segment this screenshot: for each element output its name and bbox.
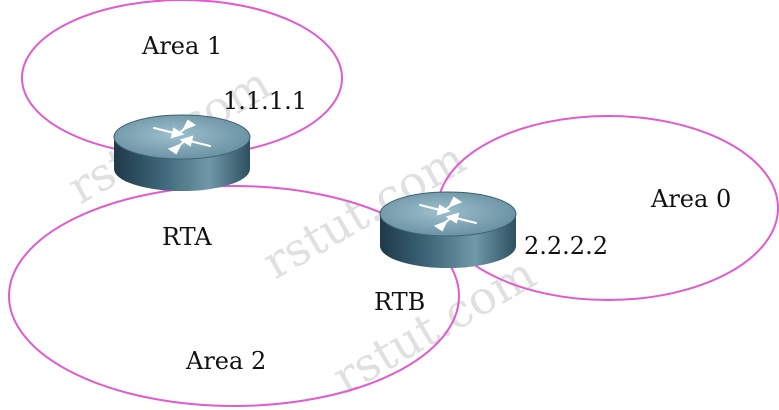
rta-label: RTA (162, 223, 212, 251)
area-2-label: Area 2 (185, 347, 266, 375)
router-rta (113, 114, 251, 192)
area-1-label: Area 1 (141, 32, 222, 60)
router-rtb (379, 191, 517, 269)
router-icon (113, 114, 251, 192)
rta-ip-label: 1.1.1.1 (223, 87, 307, 115)
rtb-ip-label: 2.2.2.2 (524, 232, 608, 260)
area-0-label: Area 0 (650, 185, 731, 213)
rtb-label: RTB (374, 288, 425, 316)
watermark-text-3: rstut.com (324, 246, 545, 405)
area-2-boundary (8, 185, 460, 407)
router-icon (379, 191, 517, 269)
